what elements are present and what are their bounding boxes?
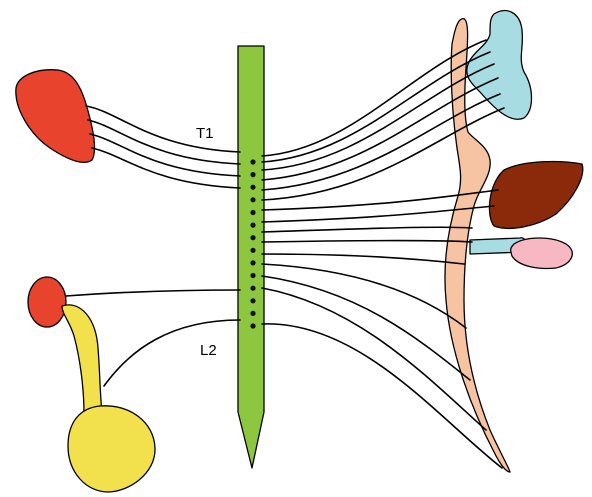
ganglion-dot	[250, 311, 255, 316]
nerve-line	[66, 290, 240, 296]
ganglion-dot	[250, 159, 255, 164]
nerve-line	[262, 227, 472, 232]
ganglion-dot	[250, 185, 255, 190]
nerve-line	[262, 276, 470, 380]
right-upper-organ	[467, 11, 532, 120]
right-nerves	[262, 40, 504, 468]
nerve-line	[86, 106, 240, 152]
ganglion-dot	[250, 286, 255, 291]
nerve-line	[92, 148, 240, 188]
ganglion-dot	[250, 273, 255, 278]
right-lower-organ	[511, 238, 573, 269]
bladder	[68, 406, 155, 492]
left-lower-organ	[28, 277, 66, 327]
ureter	[62, 305, 102, 414]
ganglion-dot	[250, 235, 255, 240]
ganglion-dot	[250, 172, 255, 177]
ganglion-dot	[250, 260, 255, 265]
right-middle-organ	[489, 162, 582, 229]
upper-segment-label: T1	[196, 125, 214, 142]
lower-segment-label: L2	[200, 342, 217, 359]
ganglion-dot	[250, 323, 255, 328]
left-upper-organ	[16, 70, 95, 163]
ganglion-dot	[250, 210, 255, 215]
nerve-line	[262, 254, 464, 264]
ganglion-dot	[250, 298, 255, 303]
spinal-cord	[238, 46, 264, 468]
nerve-line	[262, 241, 472, 243]
ganglion-dot	[250, 197, 255, 202]
ganglion-dot	[250, 223, 255, 228]
nerve-line	[104, 320, 240, 386]
ganglion-dot	[250, 248, 255, 253]
